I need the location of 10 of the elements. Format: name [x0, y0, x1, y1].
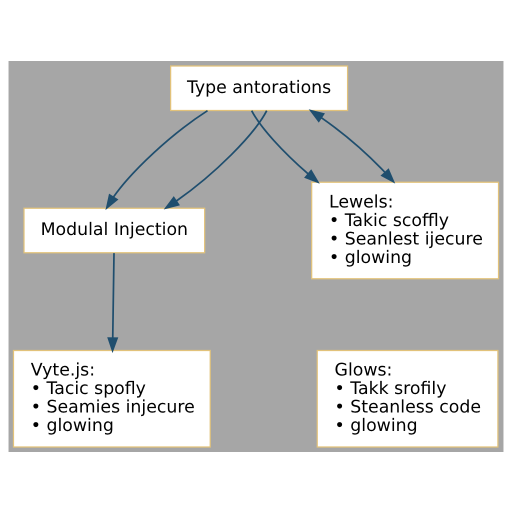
node-box: Glows: • Takk srofily • Steanless code • glowing: [316, 349, 499, 448]
node-box: Vyte.js: • Tacic spofly • Seamies injecure • glowing: [12, 349, 211, 448]
arrow: [308, 108, 396, 184]
node-box: Lewels: • Takic scoffly • Seanlest ijecure • glowing: [311, 181, 500, 279]
node-box: Modulal Injection: [23, 207, 206, 253]
arrow: [107, 252, 118, 353]
arrow: [105, 109, 208, 210]
arrow: [164, 110, 268, 210]
arrow: [250, 110, 320, 184]
node-box: Type antorations: [170, 64, 348, 111]
